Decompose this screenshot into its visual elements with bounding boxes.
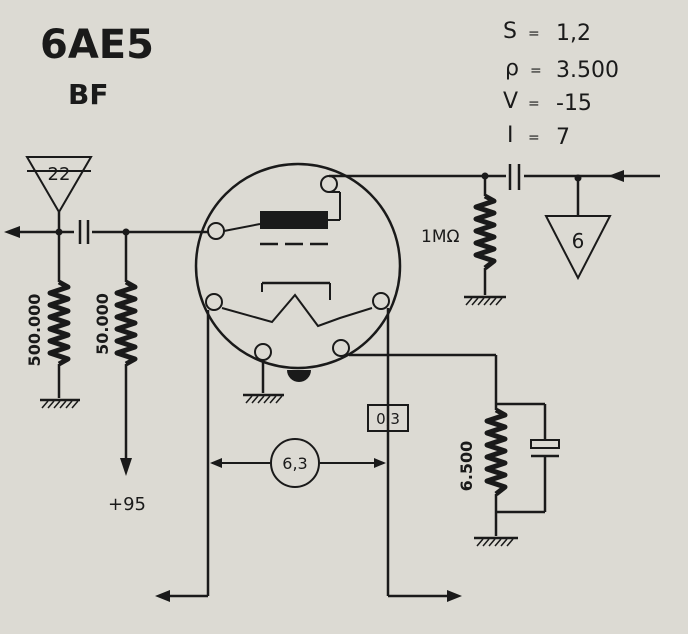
coupling-capacitor-right <box>506 164 524 190</box>
resistor-1m <box>464 176 506 306</box>
resistor-6500 <box>474 355 518 547</box>
spec-s-symbol: S <box>503 19 517 44</box>
spec-s-value: 1,2 <box>556 21 591 46</box>
spec-i-value: 7 <box>556 125 570 150</box>
resistor-500k <box>40 232 80 409</box>
spec-v-eq: = <box>528 96 540 112</box>
output-gain-label: 22 <box>48 164 71 185</box>
input-gain-triangle: 6 <box>544 215 612 281</box>
tube-envelope <box>194 162 402 382</box>
heater-arrow-left <box>155 590 170 602</box>
spec-v-value: -15 <box>556 91 592 116</box>
resistor-500k-label: 500.000 <box>25 294 44 367</box>
resistor-1m-label: 1MΩ <box>421 227 459 247</box>
tube-type: BF <box>68 78 108 111</box>
heater-arrow-right <box>447 590 462 602</box>
resistor-6500-label: 6.500 <box>457 441 476 492</box>
heater-current-box <box>367 404 409 432</box>
supply-voltage-label: +95 <box>108 494 146 515</box>
tube-name: 6AE5 <box>40 22 154 68</box>
ground-grid <box>243 360 284 404</box>
input-arrow <box>608 170 624 182</box>
spec-s-eq: = <box>528 26 540 42</box>
spec-rho-symbol: ρ <box>505 56 519 81</box>
resistor-50k-label: 50.000 <box>93 293 112 355</box>
bypass-capacitor <box>496 402 560 514</box>
output-gain-triangle: 22 <box>25 156 93 214</box>
spec-rho-value: 3.500 <box>556 58 619 83</box>
heater-current-label: 0,3 <box>376 410 400 428</box>
heater-voltage-dimension <box>210 438 386 488</box>
heater-voltage-label: 6,3 <box>282 454 307 473</box>
specs-block: S = 1,2 ρ = 3.500 V = -15 I = 7 <box>503 19 619 150</box>
output-arrow <box>4 226 20 238</box>
spec-i-symbol: I <box>507 123 514 148</box>
resistor-50k <box>114 232 138 476</box>
coupling-capacitor-left <box>74 220 92 244</box>
spec-v-symbol: V <box>503 89 518 114</box>
spec-rho-eq: = <box>530 63 542 79</box>
spec-i-eq: = <box>528 130 540 146</box>
input-gain-label: 6 <box>572 229 585 253</box>
